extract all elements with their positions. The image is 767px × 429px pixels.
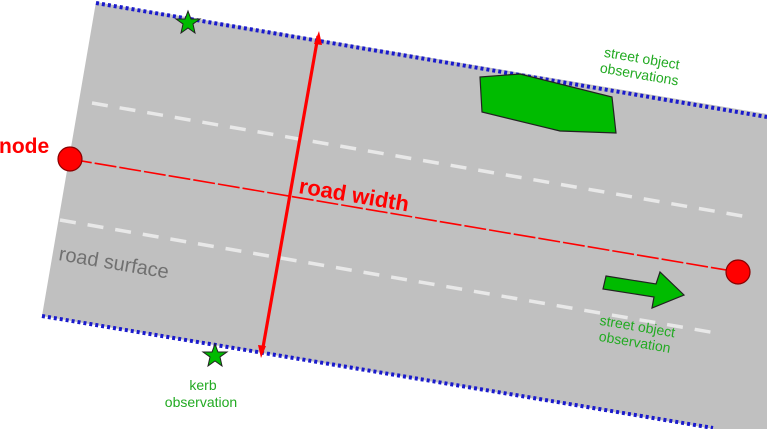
node-marker-right xyxy=(725,259,751,285)
kerb-star-icon-bottom xyxy=(201,342,229,368)
street-object-arrow-icon xyxy=(602,270,686,309)
bottom-kerb-line xyxy=(41,314,714,429)
street-object-polygon-shape xyxy=(479,73,617,134)
node-label: node xyxy=(0,135,49,158)
node-marker-left xyxy=(57,146,83,172)
road-centerline xyxy=(69,158,739,273)
kerb-label-line2: observation xyxy=(165,394,237,410)
kerb-star-icon-top xyxy=(174,9,202,35)
street-object-observations-label: street object observations xyxy=(599,44,681,89)
kerb-label-line1: kerb xyxy=(189,377,216,393)
road-width-arrow xyxy=(258,31,322,358)
